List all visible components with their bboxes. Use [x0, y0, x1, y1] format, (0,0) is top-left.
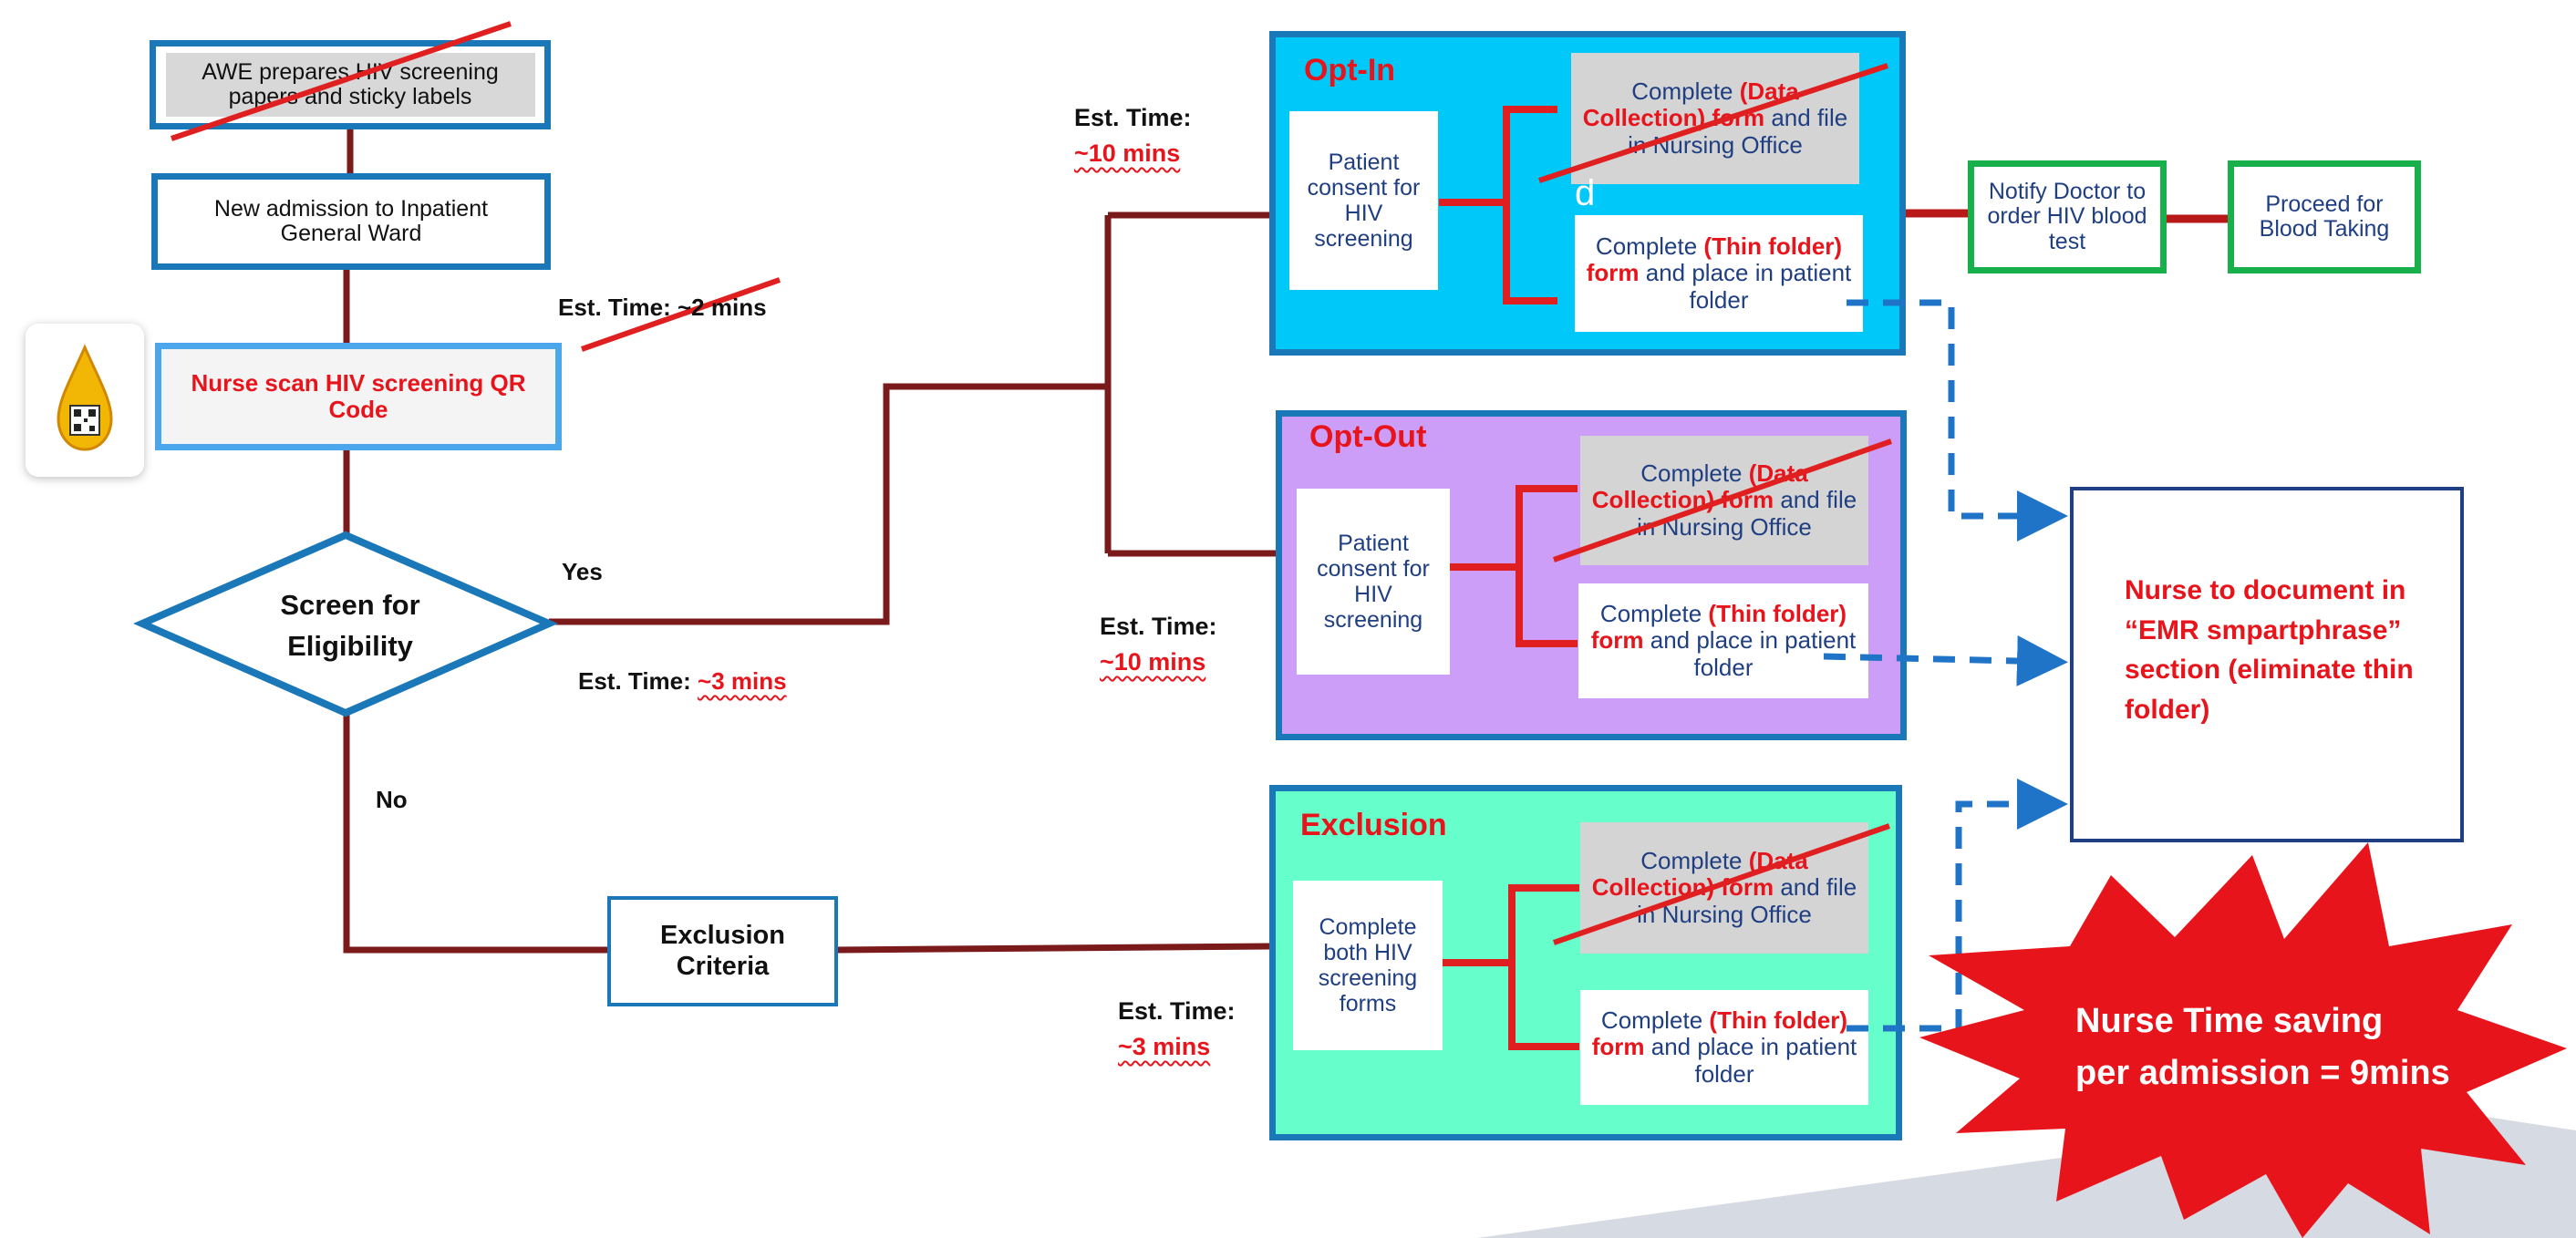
exclusion-thin-folder-form: Complete (Thin folder) form and place in…: [1580, 990, 1868, 1105]
opt-out-thin-folder-text: Complete (Thin folder) form and place in…: [1578, 601, 1868, 680]
nurse-scan-box[interactable]: Nurse scan HIV screening QR Code: [155, 343, 562, 450]
exclusion-tf-rest: and place in patient folder: [1644, 1033, 1857, 1088]
time-saving-starburst: [1919, 842, 2567, 1238]
opt-in-tf-complete: Complete: [1595, 232, 1704, 261]
app-icon-card[interactable]: [26, 324, 144, 477]
opt-in-thin-folder-text: Complete (Thin folder) form and place in…: [1575, 233, 1863, 313]
exclusion-thin-folder-text: Complete (Thin folder) form and place in…: [1580, 1007, 1868, 1087]
exclusion-title: Exclusion: [1300, 808, 1447, 842]
new-admission-box[interactable]: New admission to Inpatient General Ward: [151, 173, 551, 270]
dashed-arrow-exclusion: [1847, 779, 2068, 1032]
opt-in-data-collection-text: Complete (Data Collection) form and file…: [1571, 78, 1859, 158]
opt-in-stray-letter: d: [1575, 173, 1596, 213]
eligibility-diamond[interactable]: [131, 531, 560, 722]
opt-out-time-label: Est. Time:: [1100, 613, 1217, 640]
nurse-scan-label: Nurse scan HIV screening QR Code: [191, 369, 526, 423]
exclusion-criteria-label: Exclusion Criteria: [660, 921, 785, 981]
opt-out-bracket: [1450, 485, 1578, 647]
exclusion-criteria-box[interactable]: Exclusion Criteria: [607, 896, 838, 1006]
strike-awe-prepares: [171, 21, 512, 141]
opt-in-time-value: ~10 mins: [1074, 139, 1181, 168]
no-label: No: [376, 786, 408, 813]
opt-in-title: Opt-In: [1304, 53, 1396, 88]
time-saving-line-1: Nurse Time saving: [2075, 1002, 2384, 1040]
opt-out-dc-complete: Complete: [1640, 459, 1749, 488]
strike-scan-time: [581, 277, 781, 352]
eligibility-label: Screen for Eligibility: [280, 589, 420, 662]
opt-out-thin-folder-form: Complete (Thin folder) form and place in…: [1578, 583, 1868, 698]
exclusion-consent-label: Complete both HIV screening forms: [1318, 914, 1418, 1016]
decision-time-prefix: Est. Time:: [578, 667, 698, 695]
opt-in-est-time: Est. Time: ~10 mins: [1074, 100, 1192, 171]
connector-exclusion-branch: [836, 943, 1270, 954]
proceed-blood-label: Proceed for Blood Taking: [2259, 191, 2390, 242]
opt-out-time-value: ~10 mins: [1100, 648, 1206, 676]
opt-out-tf-complete: Complete: [1599, 600, 1709, 628]
strike-opt-out-data-collection: [1553, 438, 1892, 562]
exclusion-tf-form-name: (Thin folder) form: [1591, 1006, 1848, 1061]
exclusion-data-collection-form: Complete (Data Collection) form and file…: [1580, 822, 1868, 954]
dashed-arrow-opt-in: [1847, 299, 2068, 542]
opt-in-tf-form-name: (Thin folder) form: [1586, 232, 1843, 287]
dashed-arrow-opt-out: [1823, 635, 2068, 687]
connector-yes-path: [549, 383, 1108, 625]
strike-opt-in-data-collection: [1538, 63, 1888, 183]
notify-doctor-label: Notify Doctor to order HIV blood test: [1987, 178, 2147, 254]
exclusion-bracket: [1443, 884, 1579, 1050]
exclusion-dc-complete: Complete: [1640, 847, 1749, 875]
opt-in-tf-rest: and place in patient folder: [1639, 259, 1852, 314]
new-admission-label: New admission to Inpatient General Ward: [213, 195, 489, 246]
opt-out-est-time: Est. Time: ~10 mins: [1100, 609, 1217, 680]
opt-in-bracket: [1439, 106, 1557, 304]
yes-label: Yes: [562, 558, 603, 585]
time-saving-text: Nurse Time saving per admission = 9mins: [2072, 996, 2473, 1099]
exclusion-time-label: Est. Time:: [1118, 997, 1236, 1025]
decision-time-value: ~3 mins: [698, 667, 787, 695]
emr-note-box[interactable]: Nurse to document in “EMR smpartphrase” …: [2070, 487, 2464, 842]
opt-in-time-label: Est. Time:: [1074, 104, 1192, 131]
opt-out-consent-box: Patient consent for HIV screening: [1297, 489, 1450, 675]
opt-in-dc-form-name: (Data Collection) form: [1582, 77, 1799, 132]
exclusion-dc-rest: and file in Nursing Office: [1637, 873, 1857, 928]
opt-in-consent-label: Patient consent for HIV screening: [1307, 150, 1421, 252]
opt-in-consent-box: Patient consent for HIV screening: [1289, 111, 1438, 290]
decision-est-time: Est. Time: ~3 mins: [578, 667, 787, 696]
proceed-blood-box[interactable]: Proceed for Blood Taking: [2228, 160, 2421, 273]
strike-exclusion-data-collection: [1553, 823, 1890, 945]
time-saving-line-2: per admission = 9mins: [2075, 1054, 2450, 1092]
notify-doctor-box[interactable]: Notify Doctor to order HIV blood test: [1968, 160, 2167, 273]
opt-out-consent-label: Patient consent for HIV screening: [1317, 531, 1430, 633]
exclusion-time-value: ~3 mins: [1118, 1033, 1211, 1061]
exclusion-consent-box: Complete both HIV screening forms: [1293, 881, 1443, 1050]
exclusion-est-time: Est. Time: ~3 mins: [1118, 994, 1236, 1065]
opt-in-dc-complete: Complete: [1631, 77, 1740, 106]
scan-est-time: Est. Time: ~2 mins: [558, 294, 767, 321]
qr-drop-icon: [57, 344, 113, 451]
connector-no-path: [343, 713, 607, 954]
opt-out-tf-rest: and place in patient folder: [1643, 626, 1857, 681]
opt-out-title: Opt-Out: [1309, 419, 1427, 454]
exclusion-tf-complete: Complete: [1600, 1006, 1710, 1035]
emr-note-label: Nurse to document in “EMR smpartphrase” …: [2125, 575, 2414, 725]
opt-in-thin-folder-form: Complete (Thin folder) form and place in…: [1575, 215, 1863, 332]
opt-in-data-collection-form: Complete (Data Collection) form and file…: [1571, 53, 1859, 184]
opt-out-tf-form-name: (Thin folder) form: [1590, 600, 1847, 655]
